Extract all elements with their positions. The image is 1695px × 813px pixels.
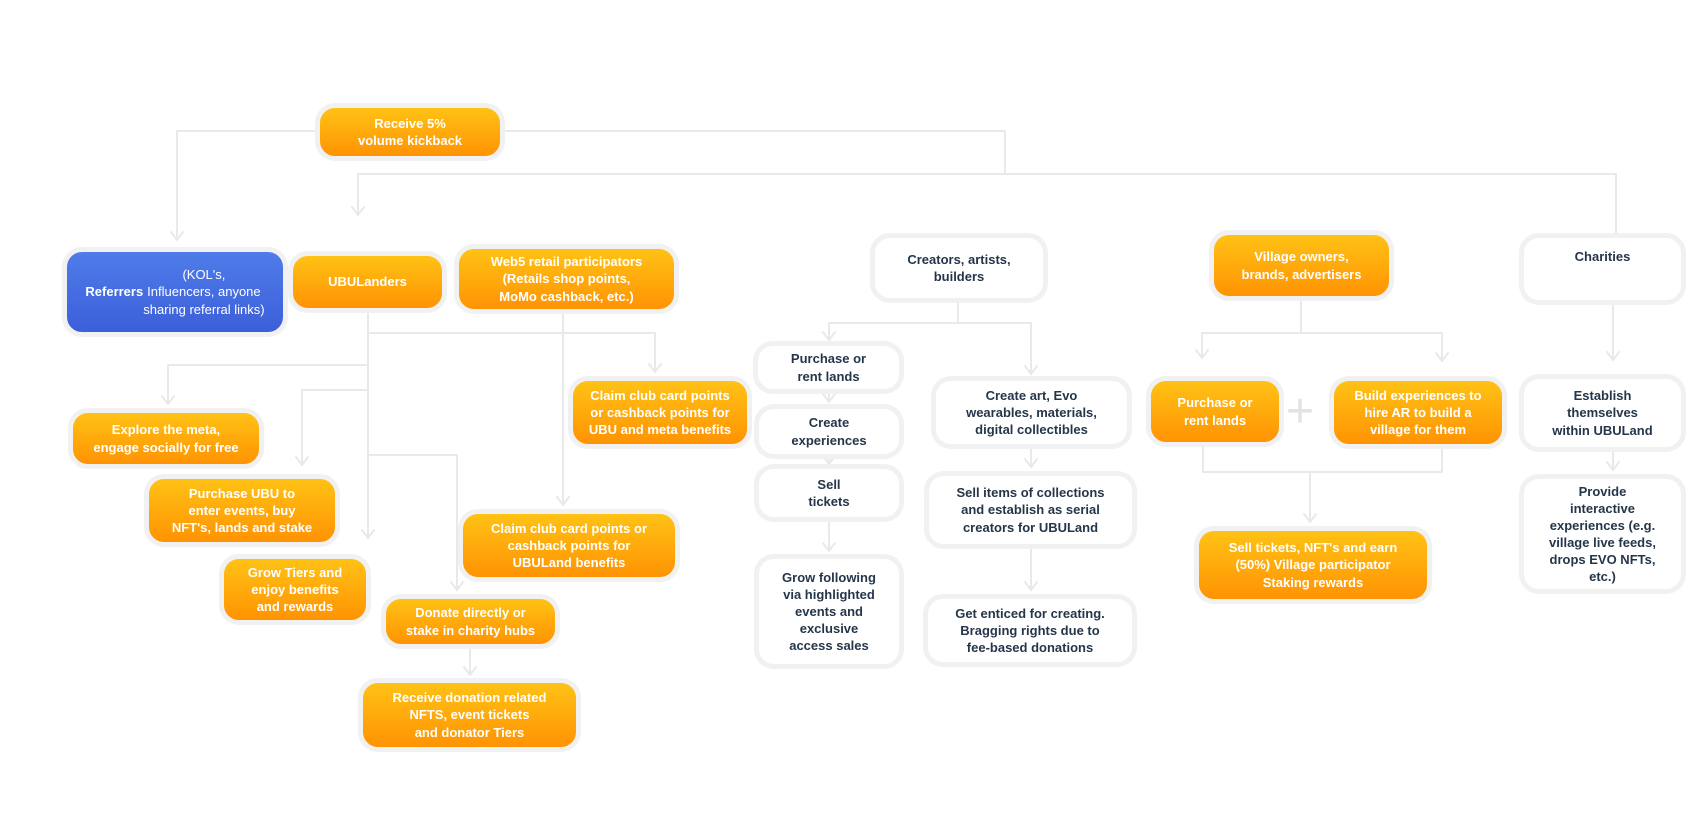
node-get-enticed: Get enticed for creating. Bragging right… [923,594,1137,667]
node-grow-following: Grow following via highlighted events an… [754,554,904,669]
node-receive-donation: Receive donation related NFTS, event tic… [358,678,581,752]
node-receive-kickback: Receive 5% volume kickback [315,103,505,161]
node-purchase-rent-village: Purchase or rent lands [1146,376,1284,447]
node-sell-tickets-mid: Sell tickets [754,464,904,522]
plus-sign: + [1286,385,1315,438]
node-create-art: Create art, Evo wearables, materials, di… [931,376,1132,449]
node-village-owners: Village owners, brands, advertisers [1209,230,1394,301]
connector-path [167,130,1617,676]
node-referrers: Referrers (KOL's, Influencers, anyone sh… [62,247,288,337]
node-claim-ubuland: Claim club card points or cashback point… [458,509,680,582]
node-explore-meta: Explore the meta, engage socially for fr… [68,408,264,469]
node-sell-tickets-village: Sell tickets, NFT's and earn (50%) Villa… [1194,526,1432,604]
node-build-experiences: Build experiences to hire AR to build a … [1329,376,1507,449]
node-create-experiences: Create experiences [754,404,904,459]
node-creators: Creators, artists, builders [870,233,1048,303]
node-charities: Charities [1519,233,1686,305]
referrers-rest-label: (KOL's, Influencers, anyone sharing refe… [143,267,265,317]
node-donate: Donate directly or stake in charity hubs [381,594,560,649]
node-ubulanders: UBULanders [288,251,447,313]
node-establish: Establish themselves within UBULand [1519,374,1686,452]
node-web5-retail: Web5 retail participators (Retails shop … [454,244,679,314]
node-provide-interactive: Provide interactive experiences (e.g. vi… [1519,474,1686,594]
node-purchase-rent-mid: Purchase or rent lands [753,341,904,394]
node-purchase-ubu: Purchase UBU to enter events, buy NFT's,… [144,474,340,547]
node-grow-tiers: Grow Tiers and enjoy benefits and reward… [219,554,371,625]
referrers-bold-label: Referrers [85,284,144,300]
node-sell-items: Sell items of collections and establish … [924,471,1137,549]
node-claim-ubu-meta: Claim club card points or cashback point… [568,376,752,449]
